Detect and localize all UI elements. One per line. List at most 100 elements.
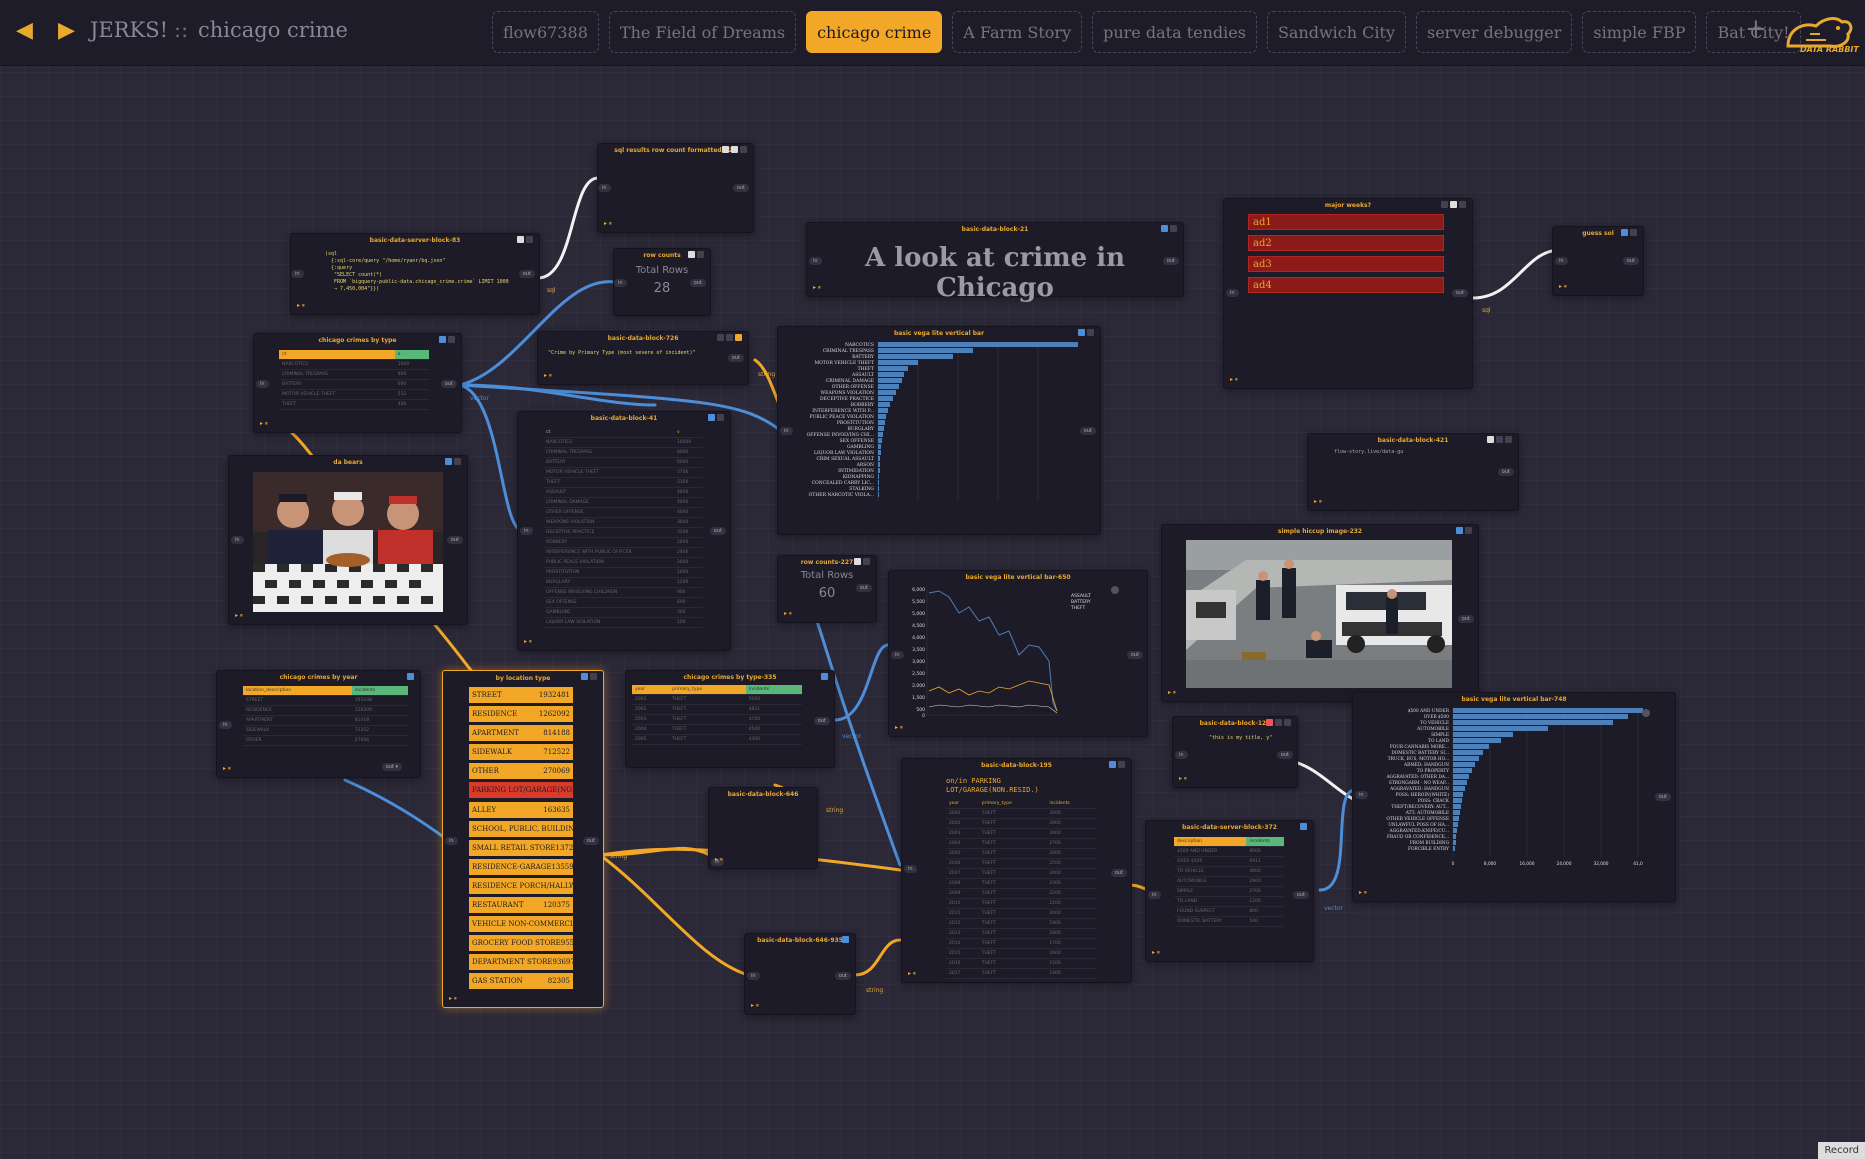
node-ctrl[interactable] (717, 414, 724, 421)
input-port[interactable]: in (904, 865, 917, 873)
output-port[interactable]: out (440, 380, 457, 388)
node-ctrl[interactable] (1284, 719, 1291, 726)
node-vega-vertical-bar-748[interactable]: basic vega lite vertical bar-748 $500 AN… (1352, 692, 1676, 902)
list-item[interactable]: ad3 (1248, 256, 1444, 272)
node-ctrl[interactable] (454, 458, 461, 465)
input-port[interactable]: in (780, 427, 793, 435)
input-port[interactable]: in (711, 858, 724, 866)
input-port[interactable]: in (598, 184, 611, 192)
output-port[interactable]: out (1126, 651, 1143, 659)
output-port[interactable]: out (1292, 891, 1309, 899)
tab-sandwich-city[interactable]: Sandwich City (1266, 11, 1406, 53)
node-ctrl[interactable] (1450, 201, 1457, 208)
list-item[interactable]: ad2 (1248, 235, 1444, 251)
input-port[interactable]: in (1555, 257, 1568, 265)
list-item[interactable]: RESIDENCE PORCH/HALLWAY (469, 877, 573, 894)
back-arrow-icon[interactable]: ◀ (16, 18, 33, 43)
node-ctrl[interactable] (1487, 436, 1494, 443)
input-port[interactable]: in (614, 279, 627, 287)
node-ctrl[interactable] (735, 334, 742, 341)
input-port[interactable]: in (445, 837, 458, 845)
node-ctrl[interactable] (1621, 229, 1628, 236)
input-port[interactable]: in (1226, 289, 1239, 297)
node-ctrl[interactable] (717, 334, 724, 341)
input-port[interactable]: in (747, 972, 760, 980)
node-ctrl[interactable] (448, 336, 455, 343)
forward-arrow-icon[interactable]: ▶ (58, 18, 75, 43)
output-port[interactable]: out (813, 717, 830, 725)
node-ctrl[interactable] (1087, 329, 1094, 336)
tab-field-of-dreams[interactable]: The Field of Dreams (608, 11, 797, 53)
list-item[interactable]: RESIDENCE-GARAGE135599 (469, 858, 573, 875)
output-port[interactable]: out (727, 354, 744, 362)
output-port[interactable]: out (834, 972, 851, 980)
node-ctrl[interactable] (1118, 761, 1125, 768)
tab-server-debugger[interactable]: server debugger (1415, 11, 1573, 53)
output-port[interactable]: out (582, 837, 599, 845)
node-row-counts[interactable]: row counts Total Rows 28 in out (613, 248, 711, 316)
node-major-weeks[interactable]: major weeks? ad1 ad2 ad3 ad4 in out ▸ ⏸ (1223, 198, 1473, 389)
record-button[interactable]: Record (1818, 1142, 1865, 1159)
node-simple-hiccup-image-232[interactable]: simple hiccup image-232 out ▸ ⏸ (1161, 524, 1479, 702)
add-tab-button[interactable]: + (1745, 14, 1767, 44)
input-port[interactable]: in (1148, 891, 1161, 899)
node-basic-data-server-block-83[interactable]: basic-data-server-block-83 (sql {:sql-co… (290, 233, 540, 315)
node-ctrl[interactable] (1441, 201, 1448, 208)
output-port[interactable]: out (1276, 751, 1293, 759)
node-chicago-crimes-by-year[interactable]: chicago crimes by year location_descript… (216, 670, 421, 778)
node-sql-results-row-count[interactable]: sql results row count formatted-823 in o… (597, 143, 754, 233)
input-port[interactable]: in (231, 536, 244, 544)
node-ctrl[interactable] (407, 673, 414, 680)
node-ctrl[interactable] (1078, 329, 1085, 336)
tab-farm-story[interactable]: A Farm Story (952, 11, 1083, 53)
node-ctrl[interactable] (1266, 719, 1273, 726)
node-guess-sol[interactable]: guess sol in out ▸ ⏸ (1552, 226, 1644, 296)
node-basic-data-block-21[interactable]: basic-data-block-21 A look at crime in C… (806, 222, 1184, 303)
tab-pure-data-tendies[interactable]: pure data tendies (1092, 11, 1257, 53)
node-ctrl[interactable] (581, 673, 588, 680)
output-port[interactable]: out (446, 536, 463, 544)
output-port[interactable]: out (1654, 793, 1671, 801)
list-item[interactable]: VEHICLE NON-COMMERCIAL (469, 916, 573, 933)
input-port[interactable]: in (1355, 791, 1368, 799)
input-port[interactable]: in (1175, 751, 1188, 759)
